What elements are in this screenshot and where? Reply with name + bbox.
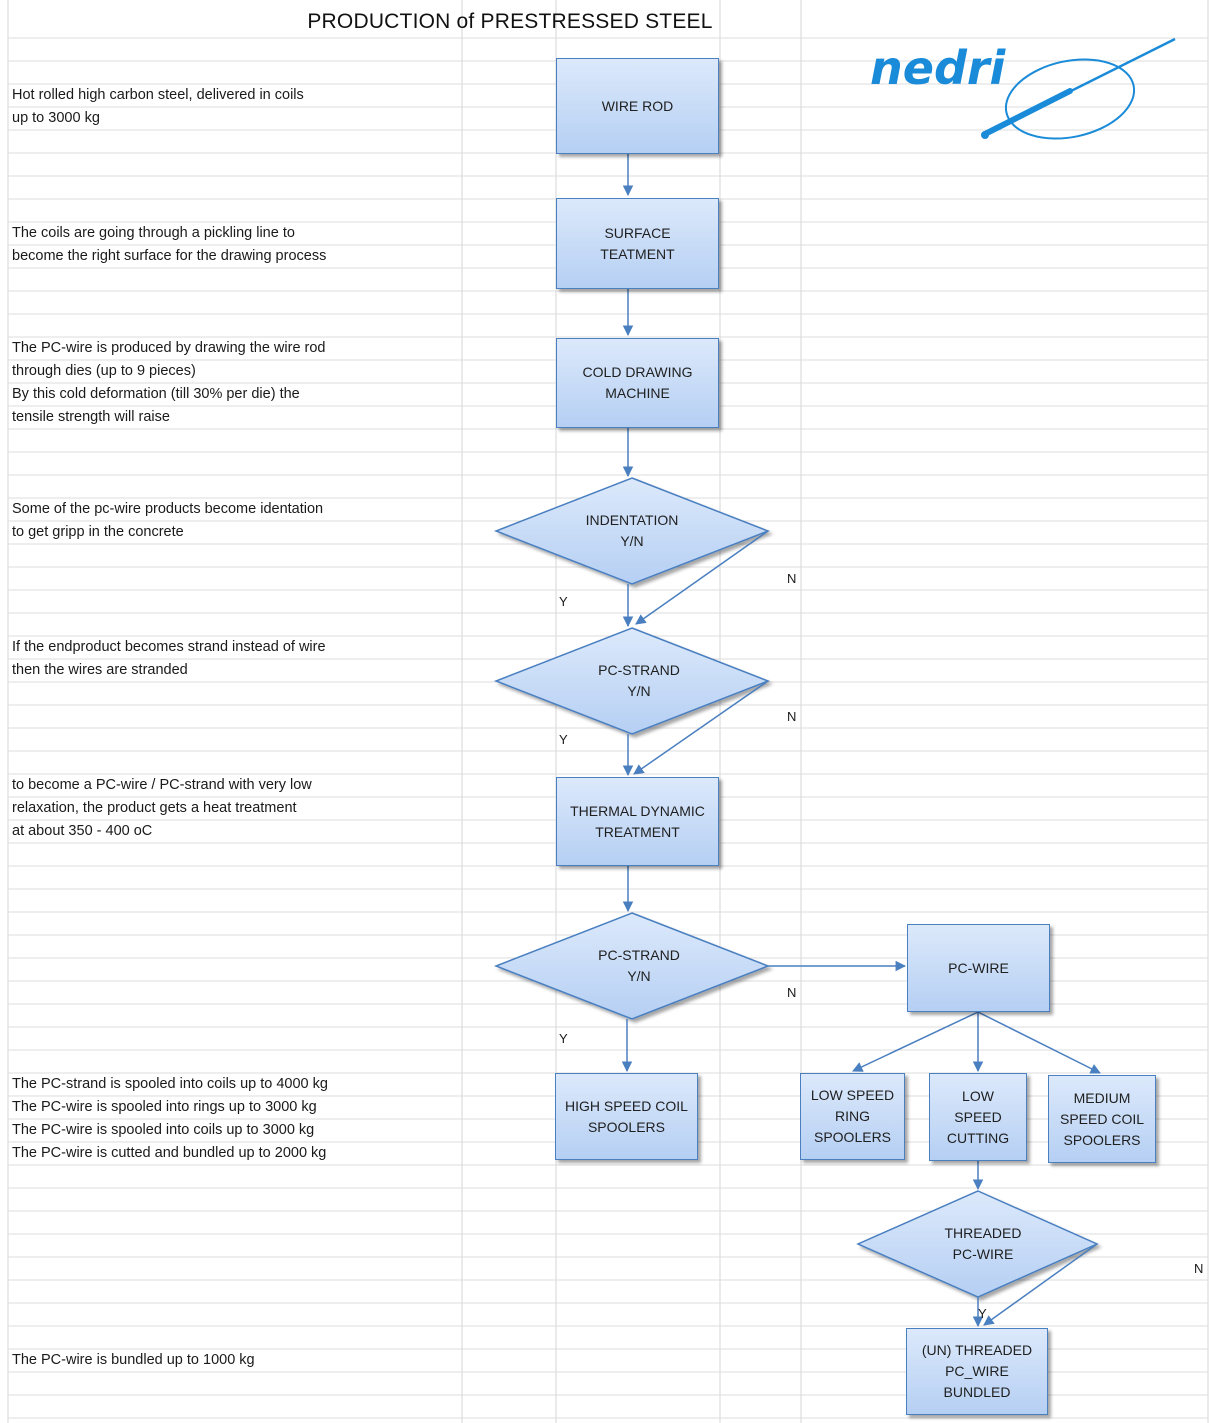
threaded-decision-label: THREADED PC-WIRE [944,1225,1022,1262]
threaded-no-flag: N [1194,1261,1204,1276]
note-spooling: The PC-strand is spooled into coils up t… [12,1076,328,1161]
low-speed-cutting-box: LOW SPEED CUTTING [929,1073,1027,1161]
cold-drawing-box: COLD DRAWING MACHINE [556,338,719,428]
note-wire-rod: Hot rolled high carbon steel, delivered … [12,87,304,126]
strand-decision-label-2: PC-STRAND Y/N [598,947,680,984]
indentation-no-flag: N [787,571,797,586]
arrow-pc-wire-to-medium [977,1011,1101,1074]
note-indentation: Some of the pc-wire products become iden… [12,501,324,540]
strand1-no-flag: N [787,709,797,724]
note-cold-drawing: The PC-wire is produced by drawing the w… [12,340,326,425]
pc-wire-box: PC-WIRE [907,924,1050,1012]
note-strand: If the endproduct becomes strand instead… [12,639,326,678]
nedri-logo: nedri [870,37,1176,140]
bundled-pc-wire-box: (UN) THREADED PC_WIRE BUNDLED [906,1328,1048,1415]
high-speed-coil-spoolers-box: HIGH SPEED COIL SPOOLERS [555,1073,698,1160]
indentation-yes-flag: Y [559,594,568,609]
medium-speed-coil-spoolers-box: MEDIUM SPEED COIL SPOOLERS [1048,1075,1156,1163]
threaded-yes-flag: Y [978,1306,987,1321]
strand2-no-flag: N [787,985,797,1000]
thermal-treatment-box: THERMAL DYNAMIC TREATMENT [556,777,719,866]
low-speed-ring-spoolers-box: LOW SPEED RING SPOOLERS [800,1073,905,1160]
strand-decision-label-1: PC-STRAND Y/N [598,662,680,699]
nedri-logo-wordmark: nedri [870,41,1007,95]
page-title: PRODUCTION of PRESTRESSED STEEL [307,10,713,33]
strand-decision-diamond-2 [493,912,771,1020]
note-bundled: The PC-wire is bundled up to 1000 kg [12,1352,255,1368]
arrow-pc-wire-to-low-ring [852,1011,979,1072]
wire-rod-box: WIRE ROD [556,58,719,154]
note-thermal: to become a PC-wire / PC-strand with ver… [12,777,312,839]
arrow-indentation-no [635,530,769,625]
strand-decision-diamond-1 [493,627,771,735]
arrow-threaded-no [983,1243,1098,1326]
strand1-yes-flag: Y [559,732,568,747]
surface-treatment-box: SURFACE TEATMENT [556,198,719,289]
arrow-strand1-no [633,680,769,775]
strand2-yes-flag: Y [559,1031,568,1046]
indentation-decision-diamond [493,477,771,585]
note-surface-treatment: The coils are going through a pickling l… [12,225,327,264]
indentation-decision-label: INDENTATION Y/N [585,512,679,549]
